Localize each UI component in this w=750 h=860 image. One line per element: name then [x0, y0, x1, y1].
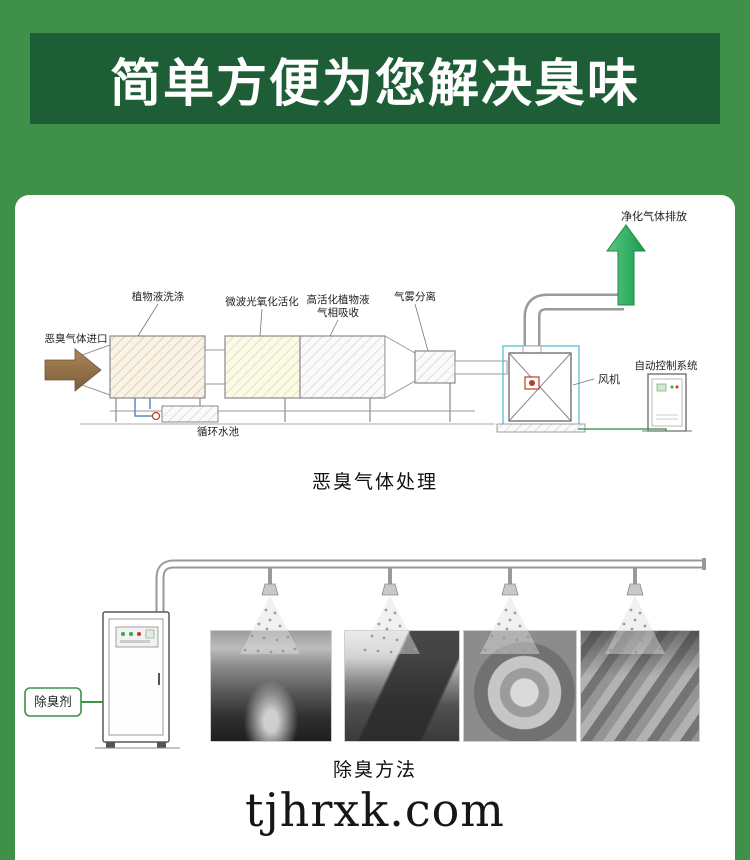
- stage3-label-line2: 气相吸收: [317, 306, 359, 319]
- control-wire: [578, 428, 667, 431]
- pool-label: 循环水池: [197, 425, 239, 438]
- banner: 简单方便为您解决臭味: [30, 33, 720, 124]
- inlet-label: 恶臭气体进口: [45, 332, 108, 345]
- method-caption: 除臭方法: [332, 760, 417, 781]
- stage4-label: 气雾分离: [394, 290, 436, 303]
- dosing-cabinet: [95, 611, 180, 749]
- control-label: 自动控制系统: [635, 359, 698, 372]
- separator-cone: [384, 335, 416, 399]
- control-cabinet: [642, 373, 692, 432]
- watermark: tjhrxk.com: [245, 783, 505, 837]
- fan-label: 风机: [598, 372, 620, 386]
- chamber-uv: [224, 335, 301, 399]
- treatment-diagram: 净化气体排放 恶臭气体进口: [44, 209, 698, 438]
- treatment-caption: 恶臭气体处理: [311, 472, 438, 493]
- photo-covered-equipment: [344, 630, 460, 742]
- mist-separator: [414, 350, 456, 384]
- photo-treatment-channels: [580, 630, 700, 742]
- chamber-absorption: [299, 335, 386, 399]
- stage3-label-line1: 高活化植物液: [307, 293, 370, 306]
- stage-leader-lines: [137, 303, 429, 352]
- circulating-pool: [134, 398, 219, 423]
- outlet-arrow: [606, 224, 646, 306]
- chamber-washing: [109, 335, 206, 399]
- deodorant-label-box: [24, 687, 82, 717]
- photo-clarifier-tank: [463, 630, 577, 742]
- content-panel: 净化气体排放 恶臭气体进口: [15, 195, 735, 860]
- photo-factory-interior: [210, 630, 332, 742]
- fan-inlet-duct: [454, 360, 508, 375]
- inlet-arrow: [44, 348, 102, 392]
- fan-unit: [496, 345, 586, 433]
- outlet-label: 净化气体排放: [621, 209, 687, 223]
- outlet-pipe: [523, 293, 624, 353]
- deodorant-label: 除臭剂: [34, 694, 72, 709]
- distribution-pipe: [155, 558, 706, 612]
- stage1-label: 植物液洗涤: [132, 290, 185, 303]
- chamber-connector: [204, 349, 226, 385]
- stage2-label: 微波光氧化活化: [225, 295, 299, 308]
- fan-leader-line: [572, 378, 595, 386]
- banner-title: 简单方便为您解决臭味: [109, 54, 640, 112]
